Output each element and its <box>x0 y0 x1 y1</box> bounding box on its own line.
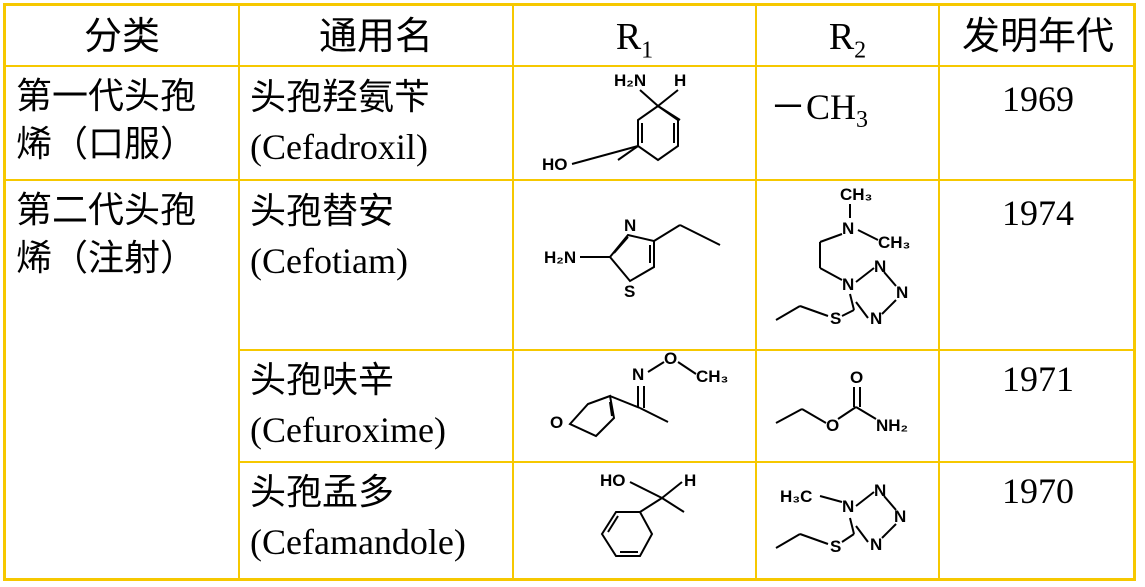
tetrazole-n4-label: N <box>870 535 882 554</box>
tetrazole-n1-label: N <box>842 275 854 294</box>
r1-cefotiam-structure: H₂N N S <box>544 216 721 301</box>
category-gen1-line2: 烯（口服） <box>16 124 197 164</box>
drug-name-en: (Cefamandole) <box>250 522 466 562</box>
r2-methyl-text: －CH3 <box>770 78 868 134</box>
row-divider-header <box>3 65 1136 67</box>
tetrazole-n1-label: N <box>842 497 854 516</box>
drug-name-cefuroxime: 头孢呋辛 (Cefuroxime) <box>240 355 512 455</box>
row-divider-1 <box>3 179 1136 181</box>
ho-label: HO <box>542 155 568 174</box>
header-generic-name: 通用名 <box>318 16 433 58</box>
h2n-label: H₂N <box>544 248 576 267</box>
drug-name-cn: 头孢羟氨苄 <box>250 77 431 117</box>
tetrazole-n3-label: N <box>896 283 908 302</box>
col-divider-1 <box>238 3 240 581</box>
oxime-n-label: N <box>632 365 644 384</box>
drug-name-en: (Cefotiam) <box>250 241 408 281</box>
furan-o-label: O <box>550 413 563 432</box>
r2-cefuroxime-structure: O O NH₂ <box>775 368 908 435</box>
thioether-s-label: S <box>830 537 841 556</box>
year-cefuroxime: 1971 <box>1002 359 1074 399</box>
category-gen1-line1: 第一代头孢 <box>16 76 197 116</box>
r2-methyl-prefix: －CH <box>770 87 857 127</box>
year-cefotiam: 1974 <box>1002 193 1074 233</box>
methyl-h3c-label: H₃C <box>780 487 812 506</box>
hydroxyl-label: HO <box>600 471 626 490</box>
nh2-label: H₂N <box>614 71 646 90</box>
year-cefadroxil: 1969 <box>1002 79 1074 119</box>
drug-name-cefadroxil: 头孢羟氨苄 (Cefadroxil) <box>240 72 512 172</box>
r2-cefotiam-structure: CH₃ N CH₃ N N N N S <box>775 185 910 328</box>
year-cefamandole: 1970 <box>1002 471 1074 511</box>
tetrazole-n4-label: N <box>870 309 882 328</box>
ester-o-label: O <box>826 416 839 435</box>
amine-n-label: N <box>842 219 854 238</box>
h-label: H <box>674 71 686 90</box>
category-gen2: 第二代头孢 烯（注射） <box>6 186 238 282</box>
col-divider-3 <box>755 3 757 581</box>
thioether-s-label: S <box>830 309 841 328</box>
header-r1-base: R <box>615 16 642 58</box>
drug-name-cn: 头孢替安 <box>250 191 395 231</box>
category-gen2-line2: 烯（注射） <box>16 238 197 278</box>
r2-methyl-sub: 3 <box>856 107 869 134</box>
header-category: 分类 <box>83 16 160 58</box>
col-divider-4 <box>938 3 940 581</box>
ch3-right-label: CH₃ <box>878 233 910 252</box>
drug-name-cn: 头孢孟多 <box>250 472 395 512</box>
tetrazole-n3-label: N <box>894 507 906 526</box>
header-r2-base: R <box>828 16 855 58</box>
ch3-top-label: CH₃ <box>840 185 872 204</box>
header-r1-sub: 1 <box>641 37 654 64</box>
drug-name-cn: 头孢呋辛 <box>250 360 395 400</box>
thiazole-n-label: N <box>624 216 636 235</box>
tetrazole-n2-label: N <box>874 257 886 276</box>
carbonyl-o-label: O <box>850 368 863 387</box>
r1-cefadroxil-structure: H₂N H HO <box>542 71 686 174</box>
row-divider-3 <box>238 461 1136 463</box>
amide-nh2-label: NH₂ <box>876 416 908 435</box>
r1-cefuroxime-structure: N O CH₃ O <box>550 349 728 438</box>
header-invention-year: 发明年代 <box>961 16 1114 58</box>
category-gen1: 第一代头孢 烯（口服） <box>6 72 238 168</box>
header-r2-sub: 2 <box>854 37 867 64</box>
table-frame <box>3 3 1136 581</box>
drug-name-cefamandole: 头孢孟多 (Cefamandole) <box>240 467 512 567</box>
row-divider-2 <box>238 349 1136 351</box>
col-divider-2 <box>512 3 514 581</box>
drug-name-en: (Cefuroxime) <box>250 410 446 450</box>
thiazole-s-label: S <box>624 282 635 301</box>
methyl-label: CH₃ <box>696 367 728 386</box>
oxime-o-label: O <box>664 349 677 368</box>
header-r1: R1 <box>514 12 755 64</box>
tetrazole-n2-label: N <box>874 481 886 500</box>
r1-cefamandole-structure: HO H <box>600 471 696 557</box>
header-r2: R2 <box>757 12 938 64</box>
r2-cefamandole-structure: H₃C N N N N S <box>775 481 906 556</box>
drug-name-cefotiam: 头孢替安 (Cefotiam) <box>240 186 512 286</box>
category-gen2-line1: 第二代头孢 <box>16 190 197 230</box>
drug-name-en: (Cefadroxil) <box>250 127 428 167</box>
alpha-h-label: H <box>684 471 696 490</box>
